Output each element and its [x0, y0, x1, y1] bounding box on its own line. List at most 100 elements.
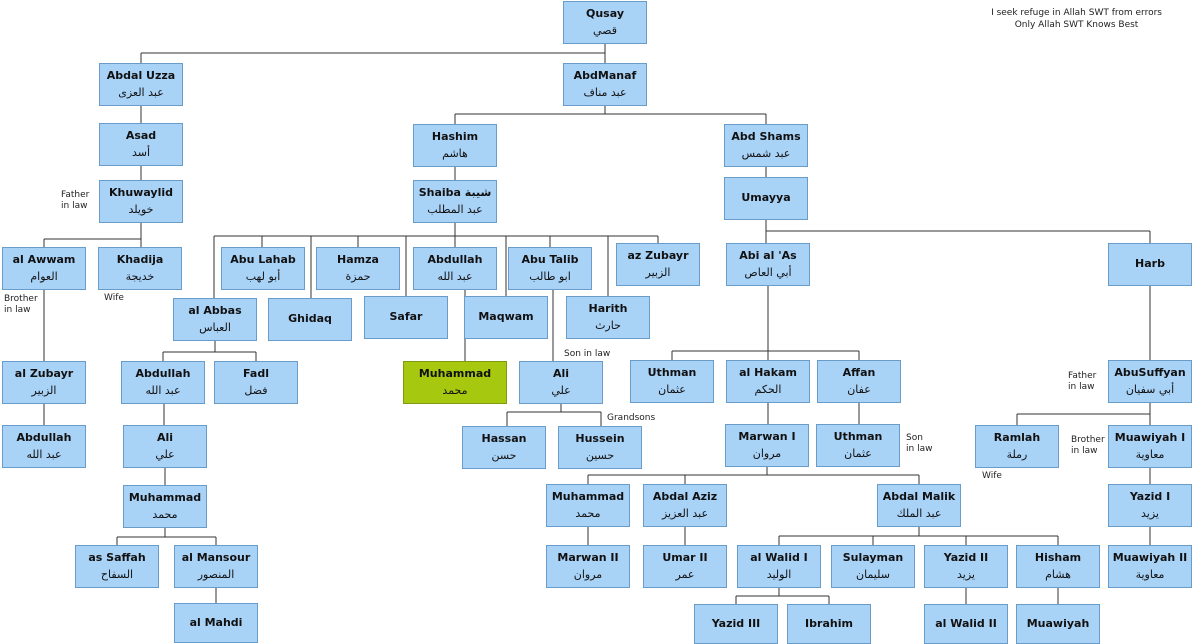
person-name: Abdullah [427, 252, 483, 266]
note-father-in-law-right: Father in law [1068, 371, 1097, 392]
person-name: Sulayman [842, 550, 904, 564]
person-name-arabic: رملة [1006, 447, 1028, 461]
person-name: Muawiyah [1026, 616, 1090, 630]
person-name: Abi al 'As [739, 248, 797, 262]
person-name-arabic: المنصور [197, 567, 235, 581]
person-name-arabic: قصي [593, 23, 617, 37]
person-name: AbdManaf [573, 68, 637, 82]
person-name: Hussein [575, 431, 625, 445]
person-name: Fadl [243, 366, 269, 380]
person-node-abdalmalik: Abdal Malik عبد الملك [877, 484, 961, 527]
person-name: Ali [552, 366, 570, 380]
person-name-arabic: حسين [585, 448, 615, 462]
person-name-arabic: يزيد [957, 567, 975, 581]
person-name: Muawiyah I [1114, 430, 1186, 444]
person-name-arabic: خديجة [125, 269, 155, 283]
person-name: Qusay [586, 6, 624, 20]
person-name-arabic: يزيد [1141, 506, 1159, 520]
person-node-alwalid2: al Walid II [924, 604, 1008, 644]
person-name-arabic: حمزة [345, 269, 371, 283]
person-name-arabic: عبد الله [26, 447, 62, 461]
person-name: al Walid I [750, 550, 808, 564]
person-name-arabic: محمد [442, 383, 468, 397]
person-name: Yazid III [711, 616, 761, 630]
person-name-arabic: عثمان [658, 382, 686, 396]
person-name-arabic: العباس [199, 320, 231, 334]
person-node-qusay: Qusay قصي [563, 1, 647, 44]
person-node-muhammad-a: Muhammad محمد [123, 485, 207, 528]
person-node-abulahab: Abu Lahab أبو لهب [221, 247, 305, 290]
note-grandsons: Grandsons [607, 413, 656, 423]
person-node-shaiba: Shaiba شيبة عبد المطلب [413, 180, 497, 223]
note-brother-in-law-left: Brother in law [4, 294, 38, 315]
disclaimer: I seek refuge in Allah SWT from errors O… [991, 7, 1162, 31]
person-name-arabic: عبد مناف [583, 85, 627, 99]
person-name-arabic: عبد المطلب [427, 202, 483, 216]
person-name-arabic: محمد [152, 507, 178, 521]
person-node-alabbas: al Abbas العباس [173, 298, 257, 341]
person-name: Ghidaq [288, 312, 332, 326]
person-name: Affan [842, 365, 876, 379]
person-name: Harith [588, 301, 628, 315]
person-name: Muhammad [551, 489, 625, 503]
person-node-abdullah-z: Abdullah عبد الله [2, 425, 86, 468]
person-node-ali: Ali علي [519, 361, 603, 404]
person-name-arabic: عبد الملك [896, 506, 942, 520]
person-node-safar: Safar [364, 296, 448, 339]
person-name: al Abbas [188, 303, 242, 317]
person-name: Abdullah [16, 430, 72, 444]
person-node-almahdi: al Mahdi [174, 603, 258, 643]
person-name: Safar [389, 310, 423, 324]
person-name-arabic: حارث [595, 318, 621, 332]
person-name: Abdal Malik [882, 489, 956, 503]
person-name-arabic: أبو لهب [245, 269, 281, 283]
person-name: al Awwam [12, 252, 76, 266]
person-name-arabic: علي [155, 447, 175, 461]
disclaimer-line-1: I seek refuge in Allah SWT from errors [991, 8, 1162, 18]
person-node-umar2: Umar II عمر [643, 545, 727, 588]
person-name: al Mansour [181, 550, 251, 564]
person-name: az Zubayr [627, 248, 689, 262]
person-name: Shaiba شيبة [418, 185, 492, 199]
person-name: Uthman [647, 365, 697, 379]
person-name: Yazid II [943, 550, 989, 564]
person-name-arabic: هاشم [442, 146, 468, 160]
person-name: as Saffah [88, 550, 146, 564]
person-node-muhammad: Muhammad محمد [403, 361, 507, 404]
person-name-arabic: عثمان [844, 446, 872, 460]
person-name: Ali [156, 430, 174, 444]
person-name-arabic: فضل [244, 383, 268, 397]
person-name-arabic: علي [551, 383, 571, 397]
person-name: Muhammad [418, 366, 492, 380]
person-node-abdmanaf: AbdManaf عبد مناف [563, 63, 647, 106]
person-name-arabic: ابو طالب [529, 269, 571, 283]
person-name: Abu Lahab [230, 252, 296, 266]
person-node-yazid3: Yazid III [694, 604, 778, 644]
person-name: Umar II [662, 550, 708, 564]
note-wife-right: Wife [982, 471, 1002, 481]
person-name: Abdal Aziz [652, 489, 718, 503]
person-name: al Zubayr [14, 366, 74, 380]
person-node-ali-a: Ali علي [123, 425, 207, 468]
person-name-arabic: الزبير [645, 265, 671, 279]
person-name-arabic: عمر [675, 567, 695, 581]
person-name: Muhammad [128, 490, 202, 504]
